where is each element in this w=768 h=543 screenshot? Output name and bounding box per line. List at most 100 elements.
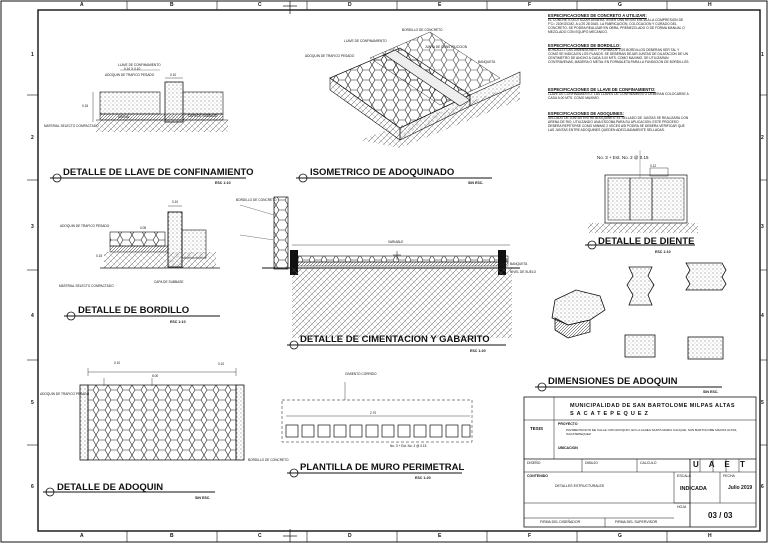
zone-col-f-bottom: F [528, 533, 532, 539]
spec-adoquines: ESPECIFICACIONES DE ADOQUINES: SELLADO D… [548, 111, 690, 132]
cim-variable-label: VARIABLE [388, 240, 404, 244]
tb-department: SACATEPEQUEZ [570, 411, 651, 417]
llave-dim-010: 0.10 [170, 73, 177, 77]
zone-row-4-right: 4 [761, 313, 764, 319]
bordillo-subbase-label: CAPA DE SUBBASE [154, 280, 184, 284]
zone-row-2: 2 [31, 135, 34, 141]
spec-concreto-body: EL CONCRETO A UTILIZAR DEBERA TENER UNA … [548, 18, 685, 35]
zone-col-e-bottom: E [438, 533, 442, 539]
zone-col-a-bottom: A [80, 533, 84, 539]
diente-title: DETALLE DE DIENTE [598, 236, 695, 247]
tb-scale-label: ESCALA [677, 474, 691, 478]
bordillo-scale: ESC 1:10 [170, 320, 186, 324]
spec-concreto-heading: ESPECIFICACIONES DE CONCRETO A UTILIZAR: [548, 13, 647, 18]
cimentacion-detail-drawing [239, 196, 520, 338]
tb-logo: U A E T [693, 460, 749, 469]
tb-date: Julio 2019 [728, 485, 753, 491]
bordillo-title: DETALLE DE BORDILLO [78, 305, 190, 316]
adoquin-shape-views [551, 262, 727, 360]
adoquin-dim-600: 6.00 [152, 374, 159, 378]
zone-col-c-bottom: C [258, 533, 262, 539]
plantilla-scale: ESC 1:20 [415, 476, 431, 480]
zone-col-d-bottom: D [348, 533, 352, 539]
llave-detail-drawing [92, 69, 228, 132]
tb-calc-label: CALCULO [640, 461, 657, 465]
tb-sign-designer: FIRMA DEL DISEÑADOR [540, 520, 581, 524]
llave-arena-label: ARENA [118, 115, 129, 119]
spec-bordillo: ESPECIFICACIONES DE BORDILLO: BORDILLO: … [548, 43, 690, 65]
bordillo-material-label: MATERIAL SELECTO COMPACTADO [59, 284, 114, 288]
zone-row-1: 1 [31, 52, 34, 58]
spec-llave-heading: ESPECIFICACIONES DE LLAVE DE CONFINAMIEN… [548, 87, 656, 92]
zone-col-e: E [438, 2, 442, 8]
zone-col-a: A [80, 2, 84, 8]
zone-row-5: 5 [31, 400, 34, 406]
tb-scale: INDICADA [680, 486, 707, 492]
cim-banqueta-label: BANQUETA [510, 262, 528, 266]
llave-label: LLAVE DE CONFINAMIENTO [118, 63, 161, 67]
llave-adoquin-label: ADOQUIN DE TRAFICO PESADO [105, 73, 155, 77]
tb-location-label: UBICACION [558, 446, 578, 450]
tb-sheet-label: HOJA [677, 505, 687, 509]
isometric-drawing [329, 31, 521, 148]
tb-designer-label: DISEÑO [527, 461, 541, 465]
isometrico-title: ISOMETRICO DE ADOQUINADO [310, 167, 455, 178]
tb-content: DETALLES ESTRUCTURALES [555, 484, 605, 488]
zone-row-6-right: 6 [761, 484, 764, 490]
dimensiones-scale: SIN ESC. [703, 390, 719, 394]
adoquin-dim-010: 0.10 [114, 361, 121, 365]
diente-detail-drawing [588, 150, 698, 233]
isometrico-scale: SIN ESC. [468, 181, 484, 185]
llave-dim-015: 0.15 [82, 104, 89, 108]
zone-row-1-right: 1 [761, 52, 764, 58]
zone-col-g-bottom: G [618, 533, 622, 539]
plantilla-title: PLANTILLA DE MURO PERIMETRAL [300, 462, 465, 473]
adoquin-plan-drawing [79, 368, 245, 461]
zone-row-6: 6 [31, 484, 34, 490]
adoquin-scale: SIN ESC. [195, 496, 211, 500]
tb-date-label: FECHA [723, 474, 735, 478]
bordillo-detail-drawing [100, 205, 220, 269]
iso-junta-label: JUNTA DE CONSTRUCCION [425, 45, 468, 49]
plantilla-cimiento-label: CIMIENTO CORRIDO [345, 372, 377, 376]
tb-sheet: 03 / 03 [708, 511, 733, 520]
llave-title: DETALLE DE LLAVE DE CONFINAMIENTO [63, 167, 254, 178]
grid-ticks [27, 1, 767, 542]
llave-dims-label: 0.10 X 0.10 [124, 67, 141, 71]
zone-row-2-right: 2 [761, 135, 764, 141]
zone-col-b-bottom: B [170, 533, 174, 539]
spec-concreto: ESPECIFICACIONES DE CONCRETO A UTILIZAR:… [548, 13, 690, 35]
cimentacion-title: DETALLE DE CIMENTACION Y GABARITO [300, 334, 490, 345]
adoquin-dim-010-b: 0.10 [218, 362, 225, 366]
llave-material-label: MATERIAL SELECTO COMPACTADO [44, 124, 99, 128]
title-block-frame [523, 396, 757, 528]
plantilla-varilla-label: No. 3 + Est. No. 2 @ 0.15 [390, 444, 427, 448]
bordillo-adoquin-label: ADOQUIN DE TRAFICO PESADO [60, 224, 110, 228]
bordillo-dim-015: 0.15 [96, 254, 103, 258]
bordillo-dim-005: 0.05 [140, 226, 147, 230]
zone-row-4: 4 [31, 313, 34, 319]
tb-sign-supervisor: FIRMA DEL SUPERVISOR [615, 520, 658, 524]
zone-col-h: H [708, 2, 712, 8]
dimensiones-title: DIMENSIONES DE ADOQUIN [548, 376, 678, 387]
cimentacion-scale: ESC 1:20 [470, 349, 486, 353]
adoquin-material-label: ADOQUIN DE TRAFICO PESADO [40, 392, 90, 396]
adoquin-bordillo-label: BORDILLO DE CONCRETO [248, 458, 289, 462]
plantilla-dim-270: 2.70 [370, 411, 377, 415]
title-underlines [43, 173, 722, 497]
cim-bordillo-label: BORDILLO DE CONCRETO [236, 198, 277, 202]
zone-col-f: F [528, 2, 532, 8]
tb-drawn-label: DIBUJO [585, 461, 598, 465]
diente-dim-012: 0.12 [650, 164, 657, 168]
adoquin-title: DETALLE DE ADOQUIN [57, 482, 164, 493]
iso-banqueta-label: BANQUETA [478, 60, 496, 64]
zone-col-c: C [258, 2, 262, 8]
zone-col-g: G [618, 2, 622, 8]
spec-llave: ESPECIFICACIONES DE LLAVE DE CONFINAMIEN… [548, 87, 690, 100]
diente-varilla-label: No. 3 + Est. No. 2 @ 0.15 [597, 155, 649, 160]
spec-bordillo-body: BORDILLO: LAS DIMENSIONES Y FORMA DE LOS… [548, 48, 690, 65]
iso-bordillo-label: BORDILLO DE CONCRETO [402, 28, 443, 32]
spec-bordillo-heading: ESPECIFICACIONES DE BORDILLO: [548, 43, 621, 48]
tb-tesis-label: TESIS [530, 426, 544, 431]
